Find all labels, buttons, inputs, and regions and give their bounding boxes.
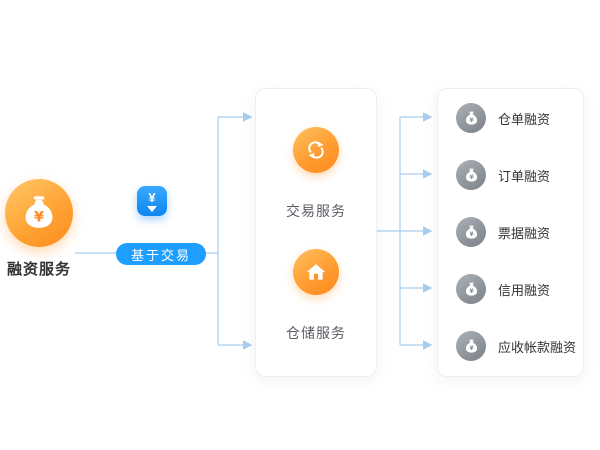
- financing-source-label: 融资服务: [6, 261, 71, 278]
- yen-symbol: ¥: [148, 189, 156, 205]
- financing-row: ¥ 应收帐款融资: [456, 330, 577, 362]
- moneybag-icon: ¥: [5, 179, 73, 247]
- financing-source: ¥ 融资服务: [1, 179, 77, 279]
- moneybag-icon: ¥: [456, 217, 486, 247]
- financing-row: ¥ 仓单融资: [456, 102, 577, 134]
- service-label-warehouse: 仓储服务: [286, 325, 346, 341]
- down-arrow-icon: [147, 205, 157, 212]
- yen-download-icon: ¥: [137, 186, 167, 216]
- svg-text:¥: ¥: [469, 288, 474, 295]
- services-card: 交易服务 仓储服务: [255, 88, 377, 377]
- svg-text:¥: ¥: [469, 231, 474, 238]
- svg-text:¥: ¥: [469, 117, 474, 124]
- financing-label: 信用融资: [498, 282, 551, 298]
- sync-icon: [293, 127, 339, 173]
- financing-types-card: ¥ 仓单融资 ¥ 订单融资 ¥: [437, 88, 584, 377]
- moneybag-icon: ¥: [456, 103, 486, 133]
- yen-symbol: ¥: [34, 210, 44, 226]
- house-icon: [293, 249, 339, 295]
- financing-row: ¥ 信用融资: [456, 273, 577, 305]
- based-on-transaction-pill: 基于交易: [116, 243, 206, 265]
- financing-label: 仓单融资: [498, 111, 551, 127]
- financing-row: ¥ 票据融资: [456, 216, 577, 248]
- service-label-trade: 交易服务: [286, 203, 346, 219]
- financing-row: ¥ 订单融资: [456, 159, 577, 191]
- financing-label: 订单融资: [498, 168, 551, 184]
- svg-text:¥: ¥: [469, 345, 474, 352]
- financing-label: 票据融资: [498, 225, 551, 241]
- svg-text:¥: ¥: [469, 174, 474, 181]
- financing-label: 应收帐款融资: [498, 339, 577, 355]
- moneybag-icon: ¥: [456, 160, 486, 190]
- moneybag-icon: ¥: [456, 331, 486, 361]
- moneybag-icon: ¥: [456, 274, 486, 304]
